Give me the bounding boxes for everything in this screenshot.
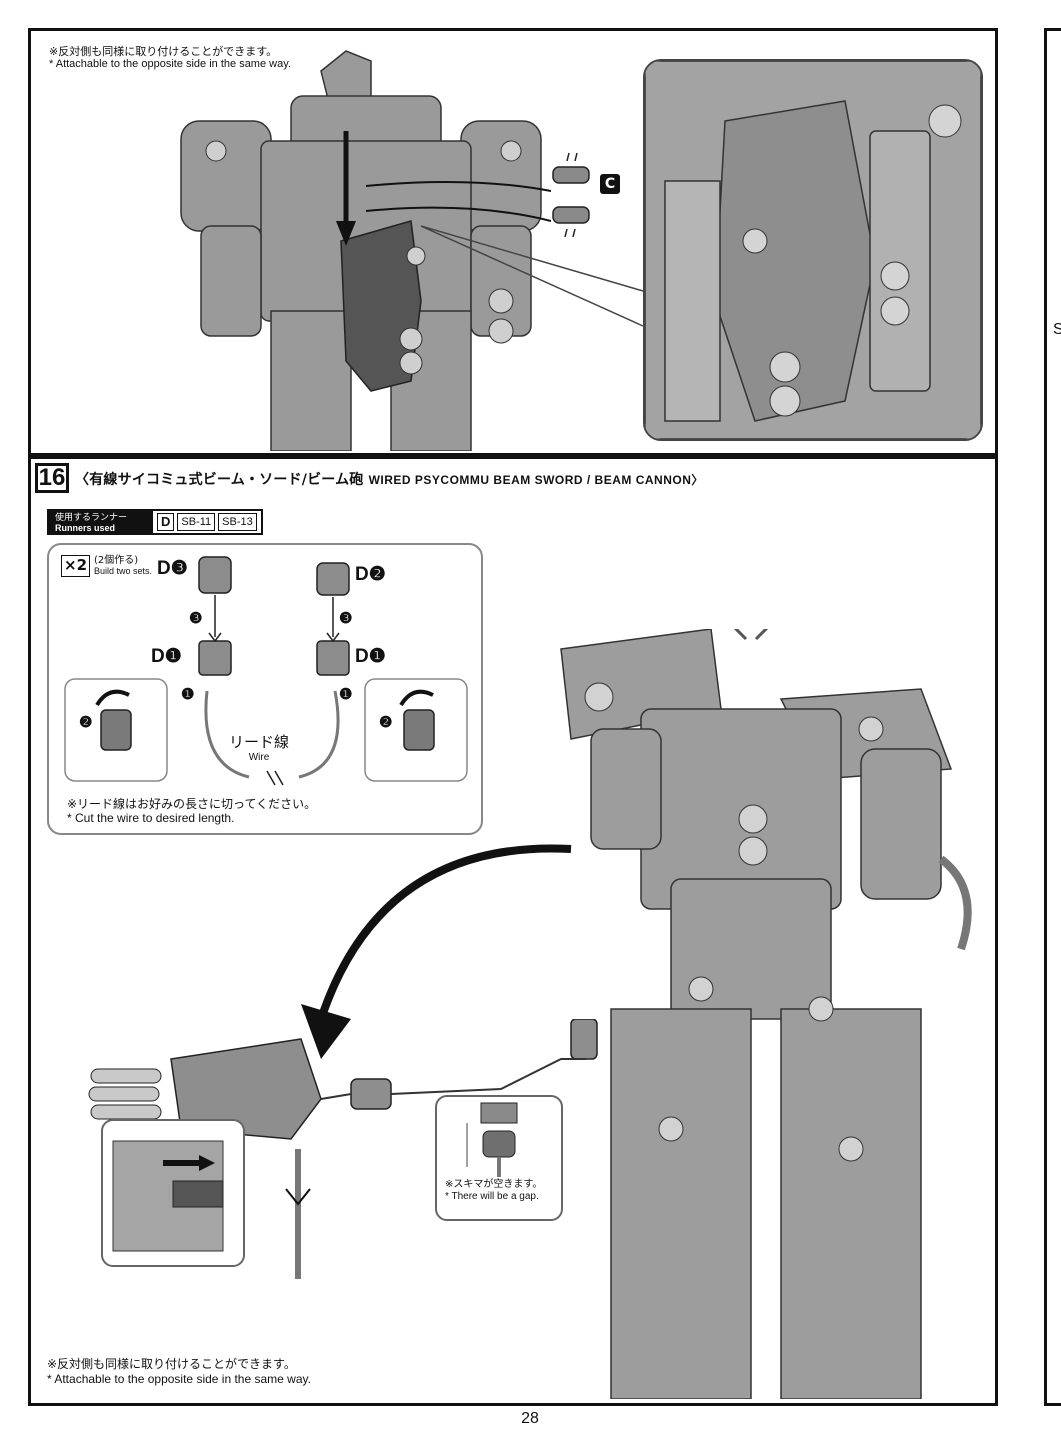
step-marker-1: ❶ — [339, 686, 353, 703]
peg-detail-box — [101, 1119, 245, 1267]
gap-detail-illustration — [466, 1102, 518, 1177]
zoom-detail-box — [643, 59, 983, 441]
attach-opposite-note: ※反対側も同様に取り付けることができます。 * Attachable to th… — [49, 45, 291, 70]
runner-item: D — [157, 513, 175, 531]
runner-item: SB-11 — [177, 513, 216, 531]
curved-arrow — [301, 844, 572, 1059]
step-16-panel: 16 〈有線サイコミュ式ビーム・ソード/ビーム砲 WIRED PSYCOMMU … — [28, 456, 998, 1406]
runners-used-bar: 使用するランナー Runners used D SB-11 SB-13 — [47, 509, 263, 535]
zoom-callout-lines — [421, 225, 644, 327]
step-marker-2: ❷ — [79, 714, 93, 731]
step-title: 〈有線サイコミュ式ビーム・ソード/ビーム砲 WIRED PSYCOMMU BEA… — [75, 472, 704, 488]
page-number: 28 — [521, 1410, 539, 1427]
top-instruction-panel: ※反対側も同様に取り付けることができます。 * Attachable to th… — [28, 28, 998, 456]
sub-assembly-illustration — [64, 556, 468, 786]
edge-letter: S — [1053, 321, 1061, 338]
arm-and-wire-illustration — [88, 1019, 598, 1279]
zoom-detail-illustration — [645, 61, 981, 439]
step-marker-3: ❸ — [189, 610, 203, 627]
sub-assembly-box: ×2 (2個作る) Build two sets. — [47, 543, 483, 835]
gap-detail-box: ※スキマが空きます。 * There will be a gap. — [435, 1095, 563, 1221]
adjacent-page-edge: S — [1044, 28, 1061, 1406]
step-number: 16 — [35, 463, 69, 493]
peg-detail-illustration — [112, 1140, 224, 1252]
build-count: ×2 (2個作る) Build two sets. — [61, 555, 152, 577]
wire-label: リード線 Wire — [229, 733, 290, 764]
runner-list: D SB-11 SB-13 — [153, 511, 261, 533]
part-label-d1-right: D❶ — [355, 646, 386, 667]
gap-note: ※スキマが空きます。 * There will be a gap. — [445, 1179, 543, 1202]
attach-opposite-note-bottom: ※反対側も同様に取り付けることができます。 * Attachable to th… — [47, 1357, 311, 1386]
peg-parts-illustration — [552, 152, 590, 238]
step-marker-3: ❸ — [339, 610, 353, 627]
part-label-d1-left: D❶ — [151, 646, 182, 667]
part-label-d2: D❷ — [355, 564, 386, 585]
step-marker-1: ❶ — [181, 686, 195, 703]
runner-item: SB-13 — [218, 513, 257, 531]
part-label-d3: D❸ — [157, 558, 188, 579]
mobile-suit-front-illustration — [560, 629, 972, 1399]
runner-c-badge: C — [600, 174, 620, 194]
wire-cut-note: ※リード線はお好みの長さに切ってください。 * Cut the wire to … — [67, 797, 317, 825]
step-marker-2: ❷ — [379, 714, 393, 731]
